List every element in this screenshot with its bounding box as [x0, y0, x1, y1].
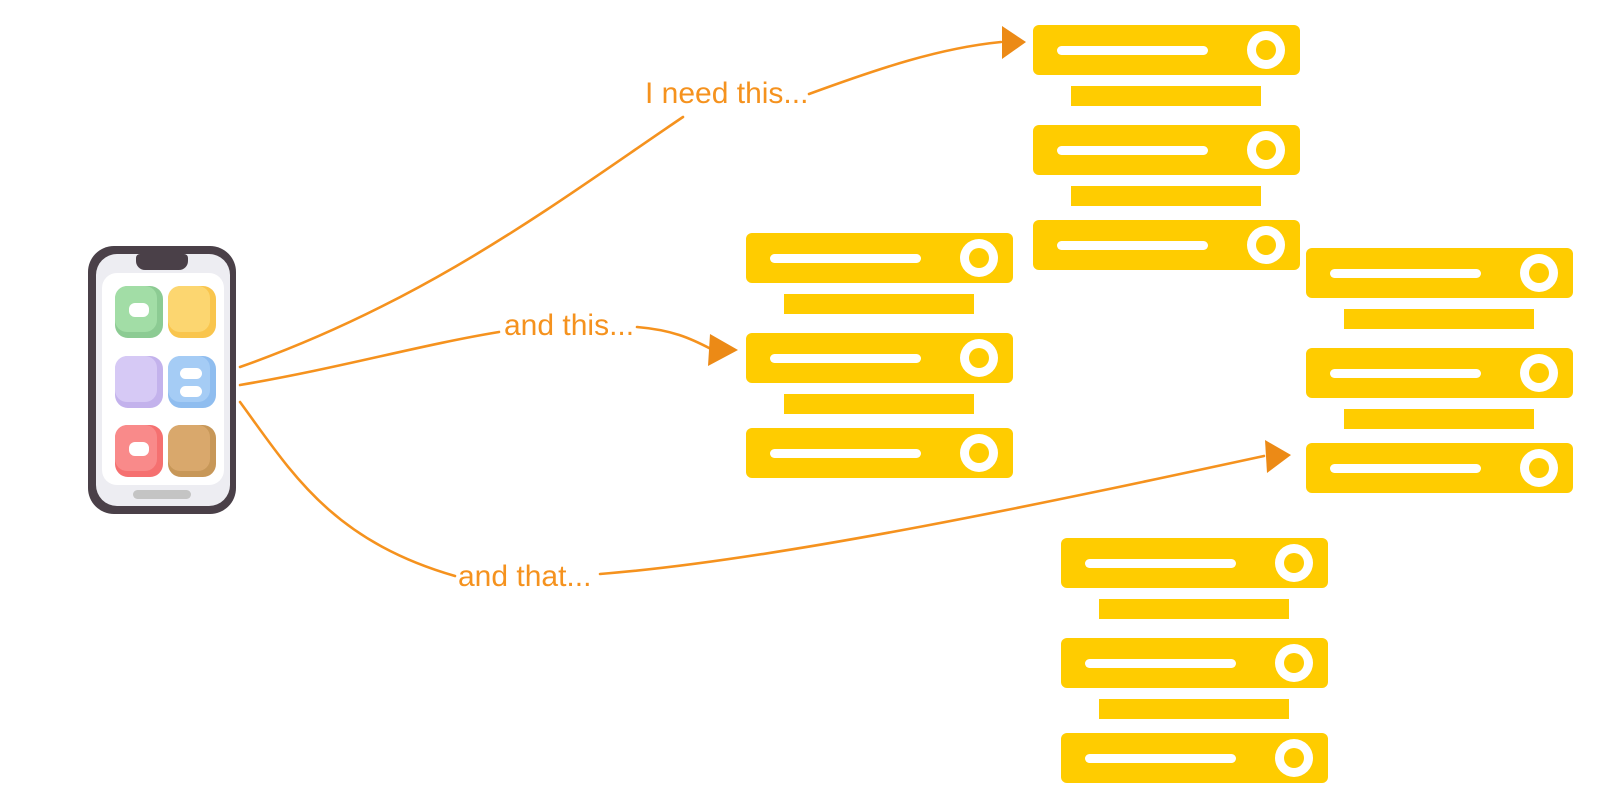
app-icon-brown[interactable]	[168, 425, 216, 477]
app-icon-blue[interactable]	[168, 356, 216, 408]
mobile-device[interactable]	[88, 246, 236, 514]
arrow-i-need-this	[238, 26, 1026, 369]
app-icon-yellow[interactable]	[168, 286, 216, 338]
arrow-label-i-need-this: I need this...	[645, 77, 808, 110]
app-icon-red[interactable]	[115, 425, 163, 477]
server-rack-bottom[interactable]	[1061, 538, 1328, 783]
arrow-label-and-this: and this...	[504, 309, 634, 342]
server-rack-middle[interactable]	[746, 233, 1013, 478]
app-icon-green[interactable]	[115, 286, 163, 338]
home-indicator	[133, 490, 191, 499]
arrow-and-this	[238, 325, 738, 387]
app-icon-purple[interactable]	[115, 356, 163, 408]
server-rack-right[interactable]	[1306, 248, 1573, 493]
server-rack-top[interactable]	[1033, 25, 1300, 270]
arrow-and-that	[238, 400, 1291, 578]
arrow-label-and-that: and that...	[458, 560, 591, 593]
